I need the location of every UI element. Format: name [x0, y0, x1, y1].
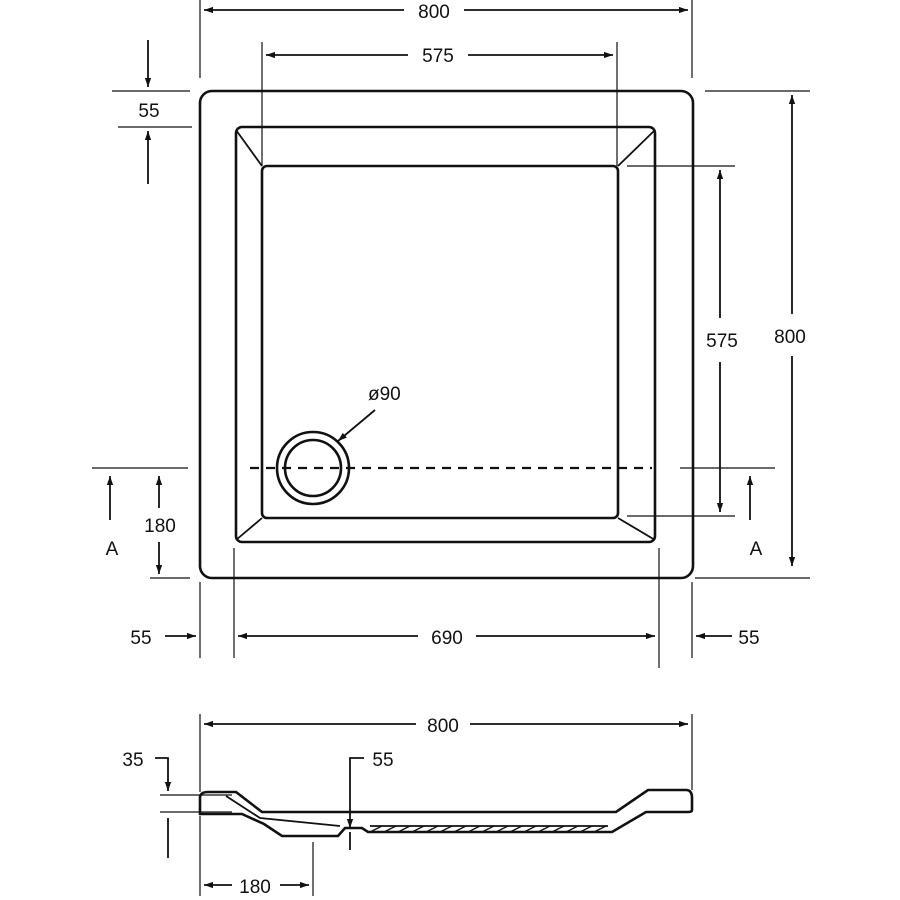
section-label-right: A — [750, 539, 763, 560]
tray-inner-edge — [234, 125, 657, 544]
dim-overall-width-label: 800 — [418, 2, 450, 23]
section-dim-rim-leader — [155, 757, 172, 791]
section-tray-profile — [198, 788, 694, 838]
dim-inner-width-label: 575 — [422, 46, 454, 67]
corner-line-bl — [235, 517, 263, 541]
dim-rim-left-label: 55 — [130, 628, 151, 649]
corner-line-tr — [617, 129, 656, 167]
dim-drain-offset-label: 180 — [144, 516, 176, 537]
dim-overall-height-label: 800 — [774, 327, 806, 348]
drain-leader — [337, 409, 376, 442]
section-dim-width-label: 800 — [427, 716, 459, 737]
dim-inner-height-label: 575 — [706, 331, 738, 352]
tray-base — [260, 164, 620, 520]
dim-base-width-label: 690 — [431, 628, 463, 649]
section-base-hatching — [369, 825, 607, 833]
section-dim-drain-label: 180 — [239, 877, 271, 898]
section-dim-rim-label: 35 — [122, 750, 143, 771]
plan-view: A A 800 575 55 575 800 ø90 — [92, 0, 810, 668]
corner-line-br — [617, 517, 656, 541]
drain-diameter-label: ø90 — [368, 384, 401, 405]
tray-outer-rim — [198, 89, 695, 580]
section-view: 800 35 — [122, 714, 694, 898]
corner-line-tl — [235, 129, 263, 167]
section-dim-depth-label: 55 — [372, 750, 393, 771]
dim-rim-top-label: 55 — [138, 101, 159, 122]
section-label-left: A — [106, 539, 119, 560]
dim-rim-right-label: 55 — [738, 628, 759, 649]
section-dim-depth-leader — [349, 757, 364, 790]
